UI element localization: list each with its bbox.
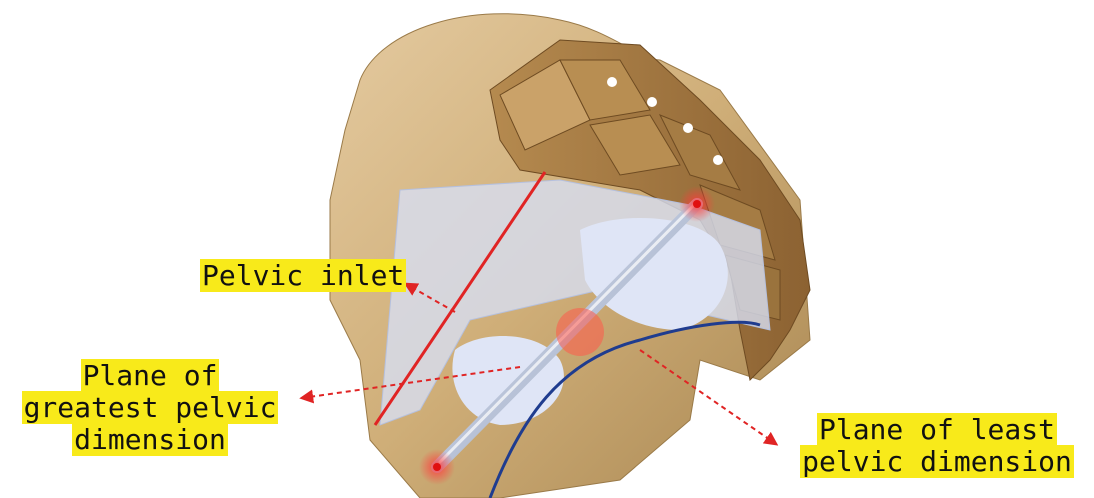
least-plane-line2: pelvic dimension (800, 445, 1074, 478)
sacral-foramen (647, 97, 657, 107)
sacral-foramen (683, 123, 693, 133)
greatest-plane-label: Plane of greatest pelvic dimension (0, 360, 300, 456)
least-plane-label: Plane of least pelvic dimension (780, 414, 1094, 478)
greatest-plane-line1: Plane of (81, 359, 220, 392)
greatest-plane-line2: greatest pelvic (22, 391, 279, 424)
landmark-dot (433, 463, 441, 471)
sacral-foramen (607, 77, 617, 87)
greatest-plane-line3: dimension (72, 423, 228, 456)
least-plane-line1: Plane of least (817, 413, 1057, 446)
sacral-foramen (713, 155, 723, 165)
midpoint-glow (556, 308, 604, 356)
landmark-dot (693, 200, 701, 208)
pelvic-inlet-label: Pelvic inlet (200, 260, 406, 292)
pelvic-inlet-text: Pelvic inlet (200, 259, 406, 292)
